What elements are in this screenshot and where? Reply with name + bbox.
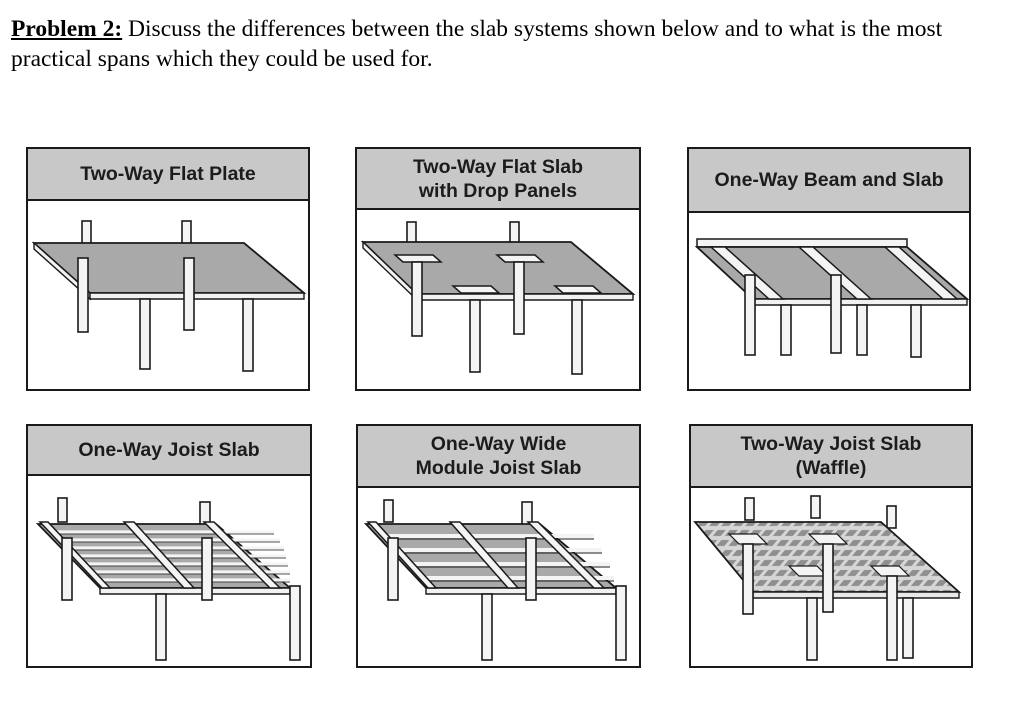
waffle-slab-illustration <box>693 495 962 661</box>
panel-title: One-Way Joist Slab <box>28 426 310 476</box>
flat-slab-drop-panels-illustration <box>360 221 636 375</box>
panel-one-way-beam-and-slab: One-Way Beam and Slab <box>687 147 971 391</box>
panel-title: Two-Way Joist Slab (Waffle) <box>691 426 971 488</box>
panel-title: Two-Way Flat Slab with Drop Panels <box>357 149 639 210</box>
panel-title: Two-Way Flat Plate <box>28 149 308 201</box>
problem-statement: Problem 2: Discuss the differences betwe… <box>11 14 1016 74</box>
panel-two-way-flat-slab-drop-panels: Two-Way Flat Slab with Drop Panels <box>355 147 641 391</box>
problem-text: Discuss the differences between the slab… <box>11 16 943 72</box>
two-way-flat-plate-illustration <box>31 220 307 372</box>
one-way-beam-slab-illustration <box>694 238 969 358</box>
panel-two-way-joist-slab-waffle: Two-Way Joist Slab (Waffle) <box>689 424 973 668</box>
panel-title: One-Way Beam and Slab <box>689 149 969 213</box>
panel-title: One-Way Wide Module Joist Slab <box>358 426 639 488</box>
problem-label: Problem 2: <box>11 16 123 42</box>
panel-one-way-wide-module-joist-slab: One-Way Wide Module Joist Slab <box>356 424 641 668</box>
wide-module-joist-slab-illustration <box>363 499 627 661</box>
panel-two-way-flat-plate: Two-Way Flat Plate <box>26 147 310 391</box>
one-way-joist-slab-illustration <box>35 497 301 661</box>
panel-one-way-joist-slab: One-Way Joist Slab <box>26 424 312 668</box>
